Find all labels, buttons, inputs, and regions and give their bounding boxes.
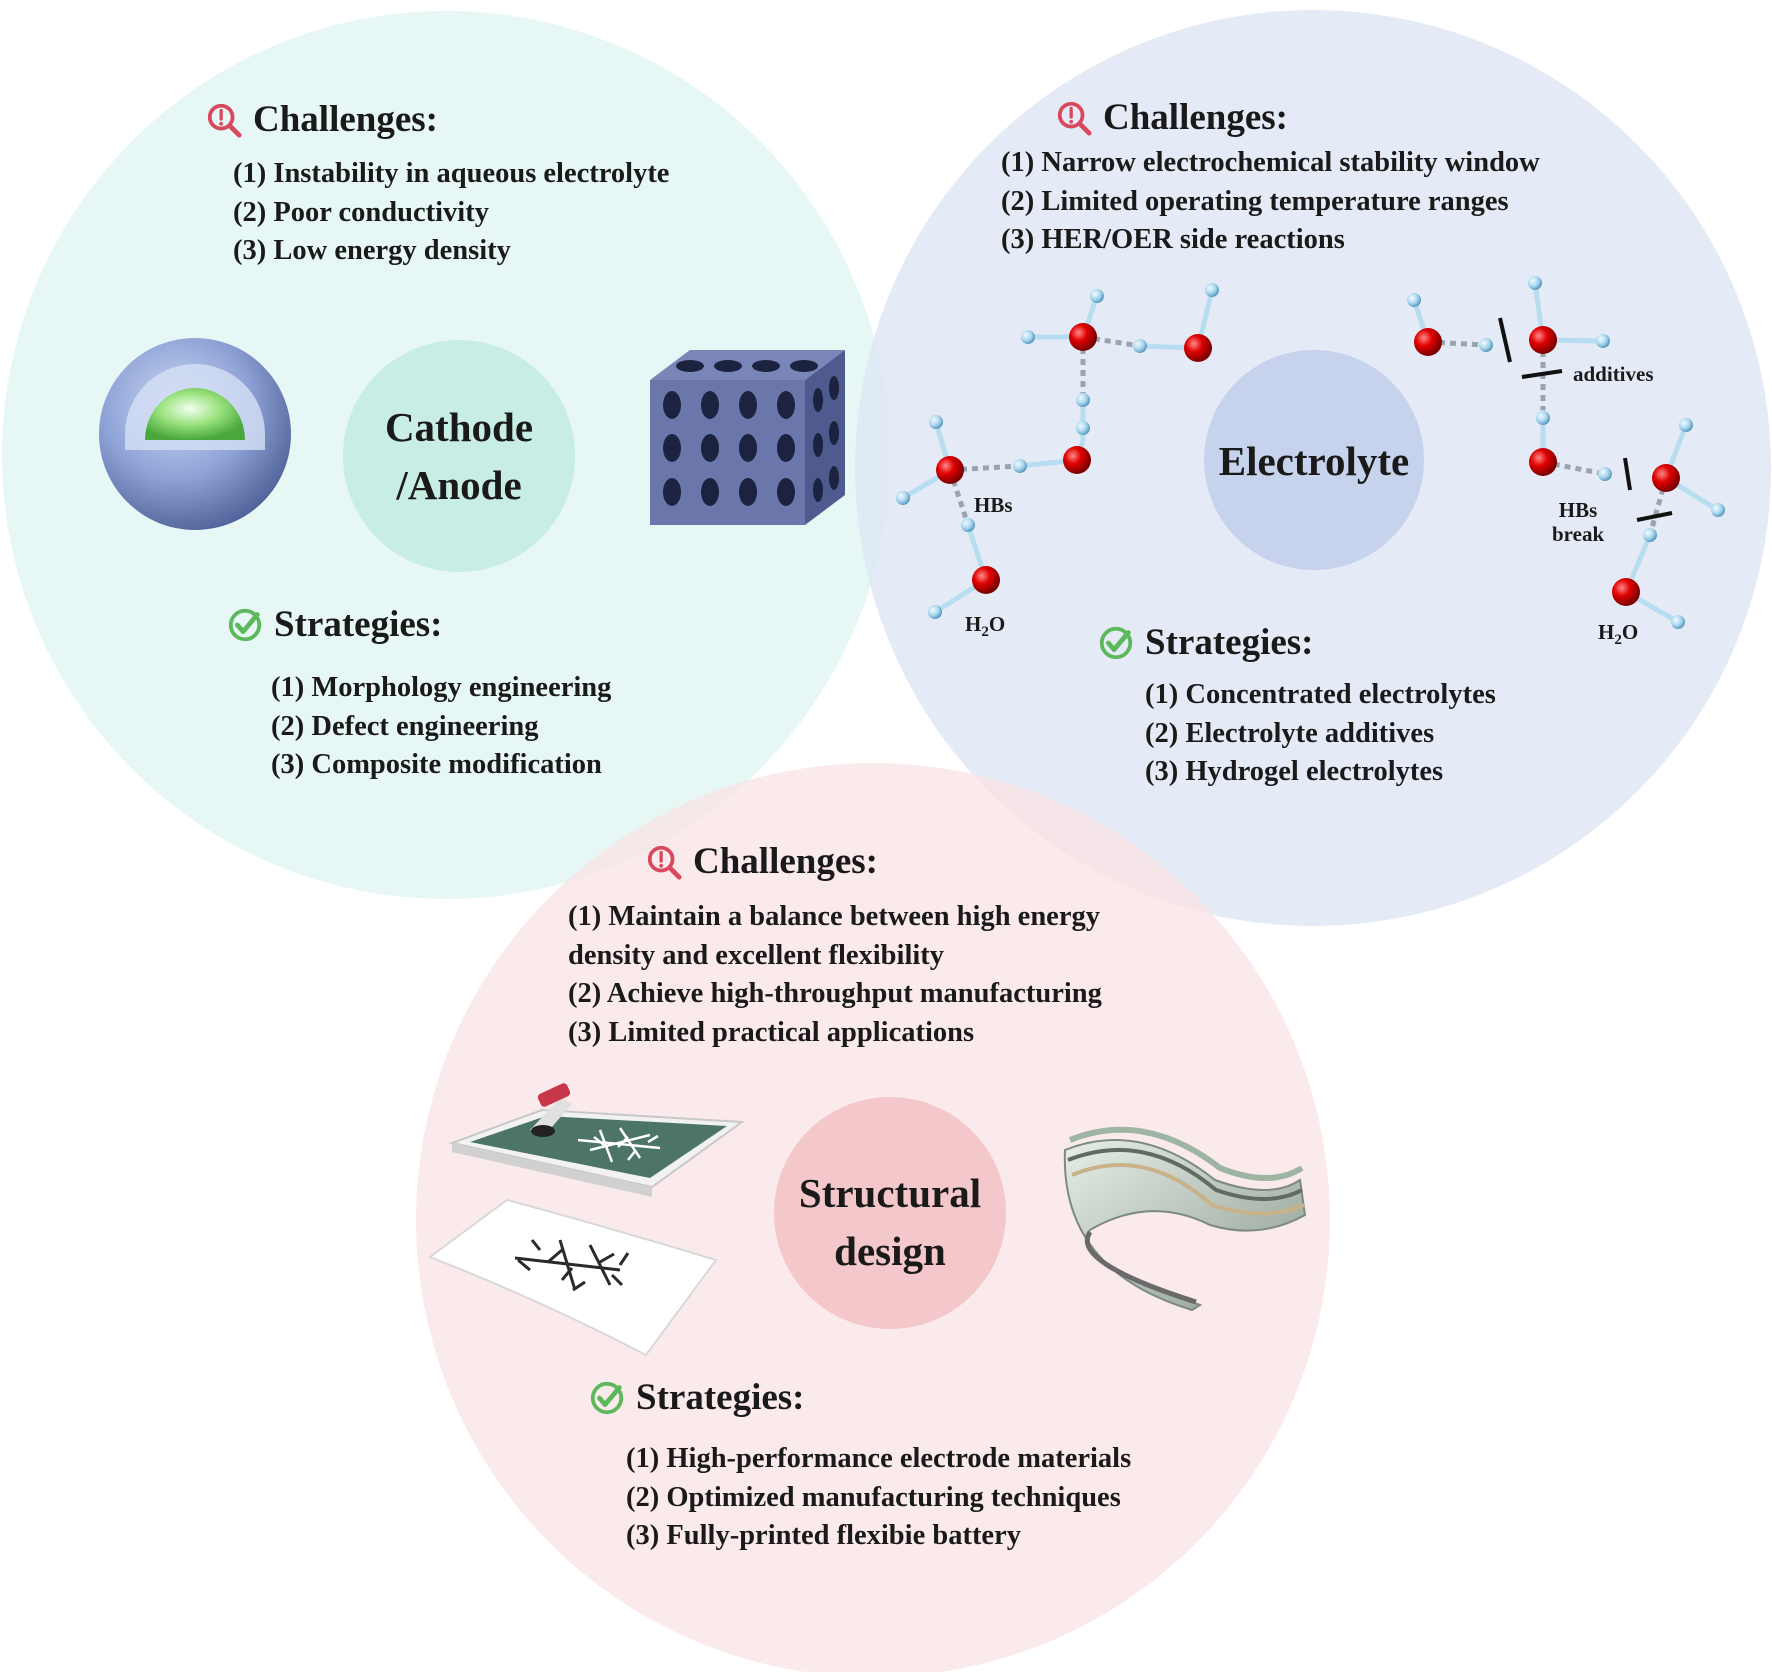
flexible-battery-illustration [1063, 1126, 1307, 1312]
cathode-challenges-list: (1) Instability in aqueous electrolyte (… [233, 155, 669, 271]
hbs-break-label: HBs break [1552, 498, 1604, 546]
structural-strategies-list: (1) High-performance electrode materials… [626, 1440, 1131, 1556]
electrolyte-challenges-list: (1) Narrow electrochemical stability win… [1001, 144, 1540, 260]
cathode-challenges-title: Challenges: [253, 99, 438, 140]
printed-paper-illustration [427, 1198, 718, 1357]
check-circle-icon [590, 1381, 624, 1414]
magnifier-warning-icon [647, 845, 682, 880]
electrolyte-challenges-heading: Challenges: [1055, 96, 1288, 139]
list-item: (1) Morphology engineering [271, 672, 612, 703]
structural-challenges-heading: Challenges: [645, 840, 878, 883]
screen-printing-illustration [448, 1083, 745, 1197]
electrolyte-center-label: Electrolyte [1218, 438, 1410, 484]
magnifier-warning-icon [1057, 101, 1092, 136]
structural-label-line2: design [834, 1228, 946, 1274]
electrolyte-strategies-title: Strategies: [1145, 622, 1314, 663]
cathode-strategies-title: Strategies: [274, 604, 443, 645]
structural-challenges-title: Challenges: [693, 841, 878, 882]
electrolyte-strategies-list: (1) Concentrated electrolytes (2) Electr… [1145, 676, 1496, 792]
check-circle-icon [228, 608, 262, 641]
cathode-strategies-heading: Strategies: [226, 603, 443, 646]
h2o-h: H [1598, 620, 1615, 644]
h2o-label-left: H2O [965, 612, 1005, 644]
hbs-break-line1: HBs [1558, 498, 1598, 522]
list-item: (3) Low energy density [233, 235, 511, 266]
porous-cube-illustration [650, 350, 845, 525]
hbs-label: HBs [974, 493, 1013, 517]
hbs-break-line2: break [1552, 522, 1605, 546]
check-circle-icon [1099, 626, 1133, 659]
list-item: (1) High-performance electrode materials [626, 1443, 1132, 1474]
h2o-h: H [965, 612, 982, 636]
list-item: (2) Achieve high-throughput manufacturin… [568, 978, 1102, 1009]
list-item: (2) Optimized manufacturing techniques [626, 1481, 1121, 1513]
list-item: (2) Defect engineering [271, 710, 539, 742]
water-network-right [1407, 276, 1725, 629]
water-network-left [896, 283, 1219, 619]
list-item: (3) Hydrogel electrolytes [1145, 756, 1444, 787]
list-item: (2) Limited operating temperature ranges [1001, 185, 1509, 217]
list-item: (2) Poor conductivity [233, 196, 489, 228]
h2o-o: O [988, 612, 1006, 636]
h2o-sub: 2 [981, 624, 989, 641]
list-item: (2) Electrolyte additives [1145, 717, 1435, 749]
structural-challenges-list: (1) Maintain a balance between high ener… [568, 898, 1102, 1052]
cathode-challenges-heading: Challenges: [205, 98, 438, 141]
cathode-strategies-list: (1) Morphology engineering (2) Defect en… [271, 669, 611, 785]
h2o-label-right: H2O [1598, 620, 1638, 652]
magnifier-warning-icon [207, 103, 242, 138]
structural-label-line1: Structural [798, 1170, 982, 1216]
list-item: (3) Composite modification [271, 749, 602, 780]
structural-strategies-heading: Strategies: [588, 1376, 805, 1419]
additives-label: additives [1573, 362, 1654, 386]
list-item: (1) Concentrated electrolytes [1145, 679, 1496, 710]
cathode-center-label: Cathode /Anode [359, 398, 559, 514]
list-item: (3) Limited practical applications [568, 1016, 975, 1048]
h2o-sub: 2 [1614, 632, 1622, 649]
electrolyte-center-circle [1204, 350, 1424, 570]
core-shell-sphere-illustration [99, 338, 291, 530]
list-item: (3) Fully-printed flexibie battery [626, 1520, 1021, 1551]
electrolyte-challenges-title: Challenges: [1103, 97, 1288, 138]
structural-center-label: Structural design [765, 1164, 1015, 1280]
list-item: (3) HER/OER side reactions [1001, 224, 1345, 255]
list-item: (1) Instability in aqueous electrolyte [233, 158, 670, 189]
cathode-label-line2: /Anode [396, 462, 522, 508]
h2o-o: O [1621, 620, 1639, 644]
list-item: density and excellent flexibility [568, 939, 945, 971]
structural-center-circle [774, 1097, 1006, 1329]
list-item: (1) Narrow electrochemical stability win… [1001, 147, 1540, 178]
cathode-center-circle [343, 340, 575, 572]
electrolyte-strategies-heading: Strategies: [1097, 621, 1314, 664]
list-item: (1) Maintain a balance between high ener… [568, 901, 1100, 932]
structural-strategies-title: Strategies: [636, 1377, 805, 1418]
cathode-label-line1: Cathode [384, 404, 534, 450]
